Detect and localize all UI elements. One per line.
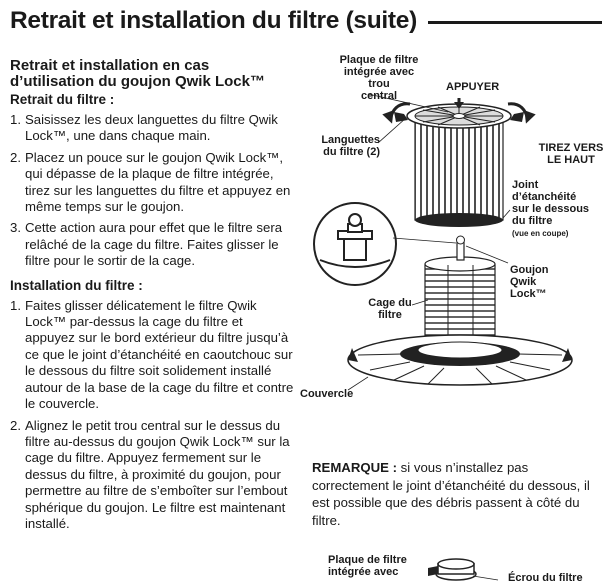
- label-tabs-line-2: du filtre (2): [323, 146, 380, 158]
- bottom-label-plate: Plaque de filtre intégrée avec: [328, 554, 407, 578]
- step-text: Placez un pouce sur le goujon Qwik Lock™…: [25, 149, 291, 215]
- stud-closeup: [313, 202, 457, 286]
- step-text: Cette action aura pour effet que le filt…: [25, 220, 283, 269]
- instructions-column: Retrait et installation en cas d’utilisa…: [10, 58, 294, 537]
- label-seal-line-1: Joint: [512, 179, 539, 191]
- installation-heading: Installation du filtre :: [10, 277, 143, 293]
- section-title: Retrait et installation en cas d’utilisa…: [10, 58, 294, 90]
- nut-illustration: [428, 558, 499, 581]
- label-seal: Joint d’étanchéité sur le dessous du fil…: [512, 179, 589, 240]
- filter-cartridge: [394, 103, 524, 227]
- filter-cage: [424, 235, 496, 346]
- page-header: Retrait et installation du filtre (suite…: [10, 4, 602, 38]
- step-number: 1.: [10, 112, 21, 127]
- label-stud: Goujon Qwik Lock™: [510, 264, 549, 300]
- bottom-label-nut: Écrou du filtre: [508, 572, 583, 584]
- filter-illustration: [313, 93, 573, 391]
- label-press: APPUYER: [446, 81, 500, 93]
- installation-step: 1.Faites glisser délicatement le filtre …: [10, 298, 294, 413]
- label-plate: Plaque de filtre intégrée avec trou cent…: [332, 54, 426, 102]
- page-title: Retrait et installation du filtre (suite…: [10, 7, 417, 34]
- label-seal-line-2: d’étanchéité: [512, 191, 577, 203]
- label-stud-line-3: Lock™: [510, 288, 547, 300]
- label-cage-line-2: filtre: [378, 309, 402, 321]
- label-pull-line-1: TIREZ VERS: [538, 142, 604, 154]
- step-text: Saisissez les deux languettes du filtre …: [25, 112, 278, 144]
- label-tabs-line-1: Languettes: [321, 134, 380, 146]
- label-seal-note: (vue en coupe): [512, 229, 569, 238]
- label-seal-line-3: sur le dessous: [512, 203, 590, 215]
- step-text: Alignez le petit trou central sur le des…: [25, 417, 290, 531]
- removal-step: 3.Cette action aura pour effet que le fi…: [10, 220, 294, 269]
- section-title-line-1: Retrait et installation en cas: [10, 57, 210, 74]
- installation-step: 2.Alignez le petit trou central sur le d…: [10, 418, 294, 533]
- label-seal-line-4: du filtre: [512, 215, 553, 227]
- label-cage: Cage du filtre: [364, 297, 416, 321]
- label-plate-line-2: intégrée avec trou: [343, 66, 415, 90]
- removal-heading: Retrait du filtre :: [10, 92, 115, 107]
- bottom-diagram: Plaque de filtre intégrée avec Écrou du …: [298, 550, 607, 586]
- filter-diagram: Plaque de filtre intégrée avec trou cent…: [298, 50, 607, 410]
- remark-text: si vous n’installez pas correctement le …: [312, 460, 590, 528]
- label-tabs: Languettes du filtre (2): [318, 134, 380, 158]
- label-stud-line-1: Goujon: [510, 264, 549, 276]
- label-plate-line-1: Plaque de filtre: [339, 54, 419, 66]
- title-rule: [428, 21, 602, 24]
- installation-steps: 1.Faites glisser délicatement le filtre …: [10, 298, 294, 533]
- label-plate-line-3: central: [360, 90, 398, 102]
- label-lid: Couvercle: [300, 388, 354, 400]
- label-stud-line-2: Qwik: [510, 276, 537, 288]
- bottom-label-plate-line-2: intégrée avec: [328, 566, 399, 578]
- step-number: 2.: [10, 417, 21, 433]
- removal-step: 1. Saisissez les deux languettes du filtr…: [10, 112, 294, 145]
- bottom-label-plate-line-1: Plaque de filtre: [328, 554, 407, 566]
- removal-steps: 1. Saisissez les deux languettes du filtr…: [10, 112, 294, 270]
- section-title-line-2: d’utilisation du goujon Qwik Lock™: [10, 73, 265, 90]
- remark-label: REMARQUE :: [312, 460, 397, 475]
- removal-step: 2.Placez un pouce sur le goujon Qwik Loc…: [10, 150, 294, 216]
- label-cage-line-1: Cage du: [368, 297, 412, 309]
- label-pull-line-2: LE HAUT: [547, 154, 595, 166]
- step-number: 3.: [10, 220, 21, 236]
- step-number: 1.: [10, 297, 21, 313]
- lid: [347, 334, 573, 386]
- step-text: Faites glisser délicatement le filtre Qw…: [25, 297, 294, 412]
- step-number: 2.: [10, 149, 21, 165]
- label-pull-up: TIREZ VERS LE HAUT: [536, 142, 606, 166]
- remark: REMARQUE : si vous n’installez pas corre…: [312, 459, 600, 529]
